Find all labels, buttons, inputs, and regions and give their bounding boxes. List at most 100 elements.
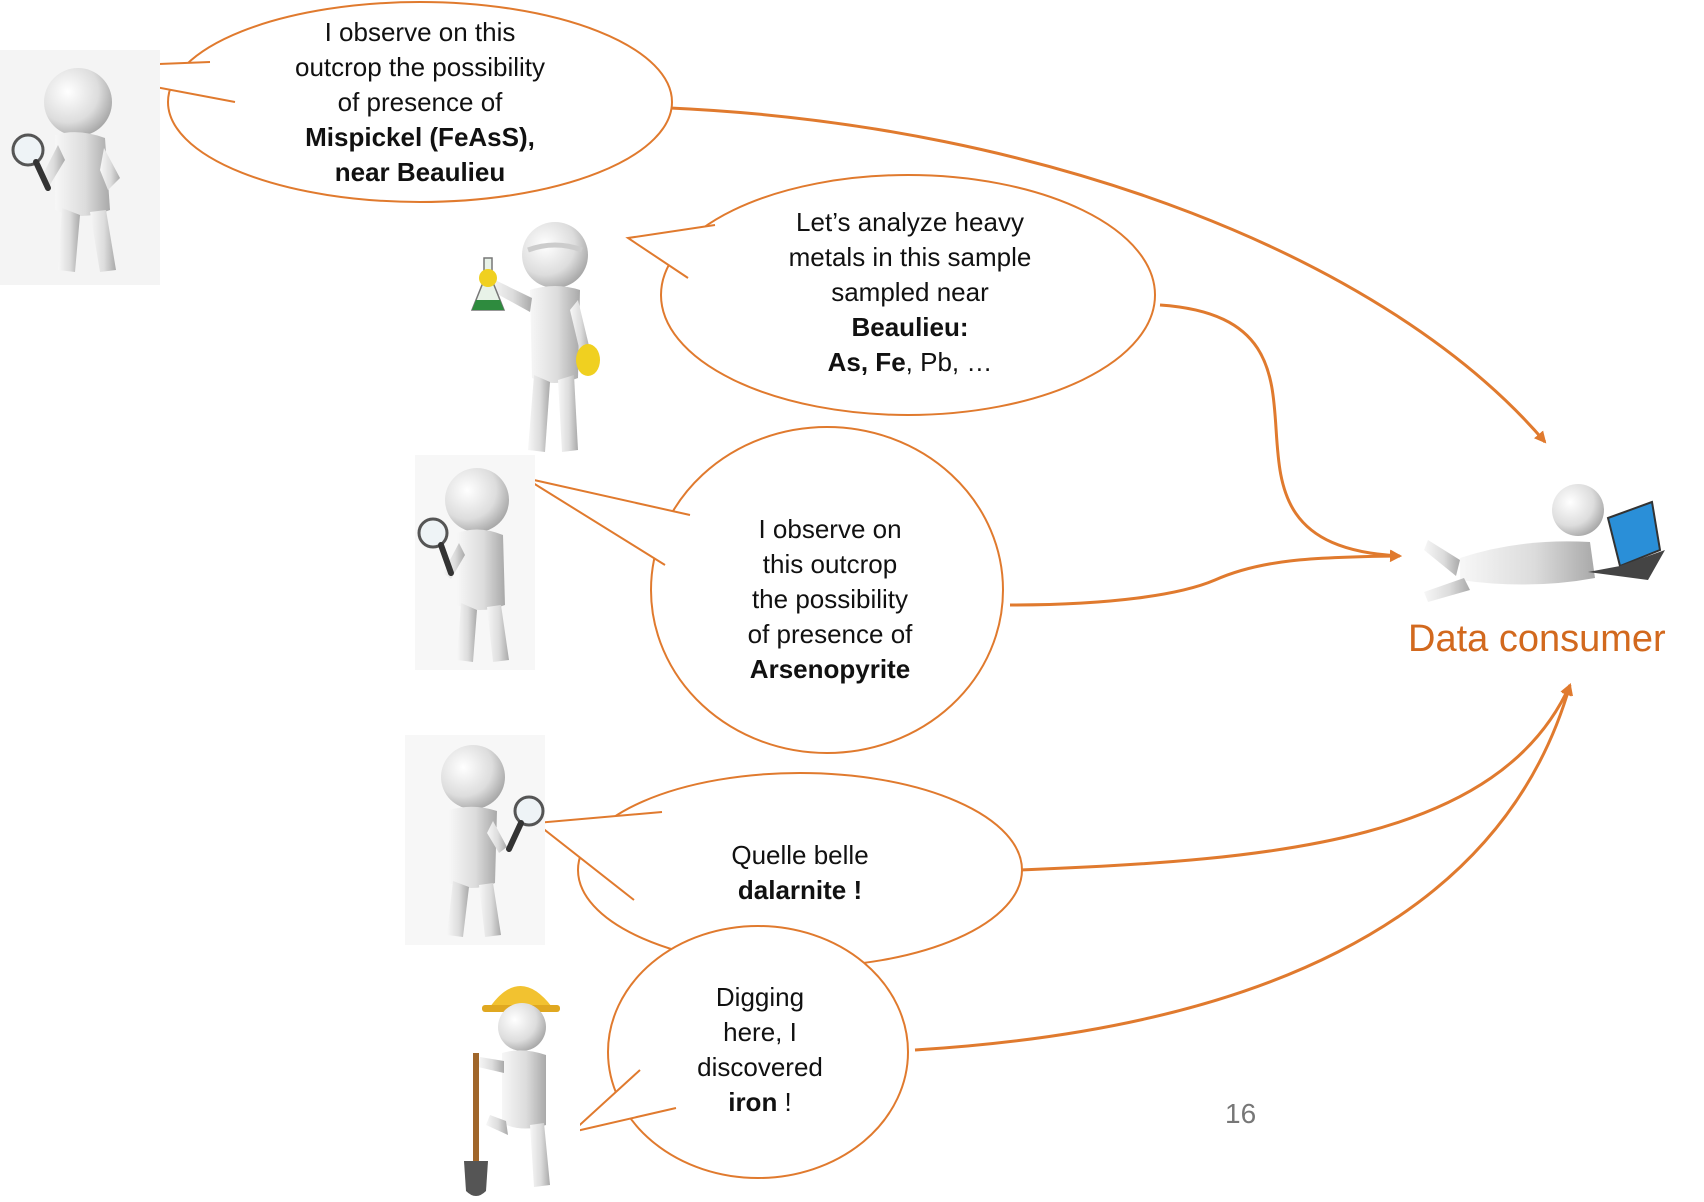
arrow-from-mispickel-bubble: [669, 106, 1547, 444]
figure-head: [44, 68, 112, 136]
bubble-line: I observe on: [680, 512, 980, 547]
bubble-line: Quelle belle: [640, 838, 960, 873]
bubble-text-dalarnite: Quelle belle dalarnite !: [640, 838, 960, 908]
figure-arm-down: [570, 300, 590, 352]
bubble-outline: [607, 925, 909, 1179]
magnifying-glass-icon: [11, 133, 51, 191]
figure-arm: [478, 1057, 504, 1073]
figure-leg-raised: [1424, 540, 1460, 576]
magnifying-glass-icon: [506, 795, 545, 852]
bubble-line: the possibility: [680, 582, 980, 617]
arrows-group: [669, 106, 1574, 1052]
bubble-text-run: sampled near: [831, 277, 989, 307]
figure-torso: [449, 806, 497, 888]
bubble-text-mispickel: I observe on this outcrop the possibility…: [200, 15, 640, 190]
bubble-text-run: outcrop the possibility: [294, 52, 546, 82]
figure-arm-raised: [490, 280, 532, 312]
figure-leg-flat: [1424, 578, 1470, 602]
bubble-outline: [167, 1, 673, 203]
magnifying-glass-icon: [417, 517, 454, 576]
bubble-text-run: I observe on this: [324, 17, 516, 47]
bubble-line: Mispickel (FeAsS),: [200, 120, 640, 155]
bubble-line: sampled near: [690, 275, 1130, 310]
bubble-text-run: Mispickel (FeAsS),: [305, 122, 535, 152]
bubble-line: near Beaulieu: [200, 155, 640, 190]
figure-body-lying: [1460, 541, 1595, 585]
bubble-line: As, Fe, Pb, …: [690, 345, 1130, 380]
bubble-text-run: discovered: [697, 1052, 823, 1082]
arrow-from-dalarnite-bubble: [1019, 683, 1572, 872]
figure-leg-right: [487, 605, 509, 662]
figure-leg-left: [457, 603, 477, 662]
bubble-text-run: metals in this sample: [788, 242, 1032, 272]
bubble-text-heavy-metals: Let’s analyze heavy metals in this sample…: [690, 205, 1130, 380]
bubble-text-run: Arsenopyrite: [749, 654, 911, 684]
figure-leg-right: [90, 210, 116, 272]
figure-leg-left: [447, 881, 469, 937]
bubble-text-run: here, I: [723, 1017, 797, 1047]
bubble-line: discovered: [640, 1050, 880, 1085]
figure-head: [445, 468, 509, 532]
bubble-text-run: dalarnite !: [737, 875, 863, 905]
bubble-line: this outcrop: [680, 547, 980, 582]
bubble-text-run: of presence of: [337, 87, 503, 117]
data-consumer-figure: [1420, 480, 1670, 615]
figure-torso: [530, 286, 580, 383]
figure-leg-left: [528, 375, 550, 452]
figure-torso: [55, 132, 110, 216]
laptop-icon: [1588, 500, 1665, 580]
bubble-text-run: iron: [728, 1087, 778, 1117]
figure-arm-hip: [100, 148, 120, 190]
figure-head: [441, 745, 505, 809]
bubble-line: iron !: [640, 1085, 880, 1120]
miner-figure: [460, 965, 580, 1196]
bubble-text-run: the possibility: [751, 584, 909, 614]
data-consumer-label: Data consumer: [1408, 618, 1666, 660]
hard-hat-icon: [490, 986, 552, 1007]
bubble-line: here, I: [640, 1015, 880, 1050]
bubble-outline: [650, 426, 1004, 754]
speech-bubbles-group: [54, 1, 1156, 1179]
bubble-line: metals in this sample: [690, 240, 1130, 275]
bubble-text-run: Beaulieu:: [851, 312, 969, 342]
bubble-text-run: Let’s analyze heavy: [796, 207, 1024, 237]
bubble-line: I observe on this: [200, 15, 640, 50]
glove-icon: [576, 344, 600, 376]
arrow-from-iron-bubble: [914, 683, 1574, 1052]
figure-torso: [457, 529, 505, 610]
observer-figure-2: [415, 455, 535, 670]
bubble-line: Beaulieu:: [690, 310, 1130, 345]
bubble-line: Let’s analyze heavy: [690, 205, 1130, 240]
bubble-line: dalarnite !: [640, 873, 960, 908]
speech-bubble-heavy-metals: [625, 174, 1156, 416]
bubble-text-run: Quelle belle: [731, 840, 869, 870]
figure-leg-left: [58, 208, 80, 272]
chemist-figure: [470, 210, 610, 470]
bubble-tail: [524, 477, 691, 566]
bubble-line: of presence of: [200, 85, 640, 120]
speech-bubble-dalarnite: [533, 772, 1023, 968]
figure-arm: [487, 821, 507, 853]
figure-leg-raised: [486, 1115, 508, 1135]
figure-head: [1552, 484, 1604, 536]
speech-bubble-arsenopyrite: [524, 426, 1004, 754]
bubble-text-run: of presence of: [747, 619, 913, 649]
flask-icon: [470, 257, 506, 311]
figure-leg-standing: [530, 1123, 550, 1187]
bubble-tail: [625, 224, 716, 279]
page-number: 16: [1225, 1098, 1257, 1129]
bubble-text-run: !: [777, 1087, 792, 1117]
bubble-text-run: Digging: [715, 982, 805, 1012]
bubble-text-run: near Beaulieu: [334, 157, 506, 187]
bubble-line: of presence of: [680, 617, 980, 652]
bubble-line: outcrop the possibility: [200, 50, 640, 85]
figure-leg-right: [558, 375, 578, 452]
figure-head: [522, 222, 588, 288]
figure-torso: [502, 1050, 546, 1129]
figure-leg-right: [479, 883, 501, 937]
figure-head: [498, 1003, 546, 1051]
